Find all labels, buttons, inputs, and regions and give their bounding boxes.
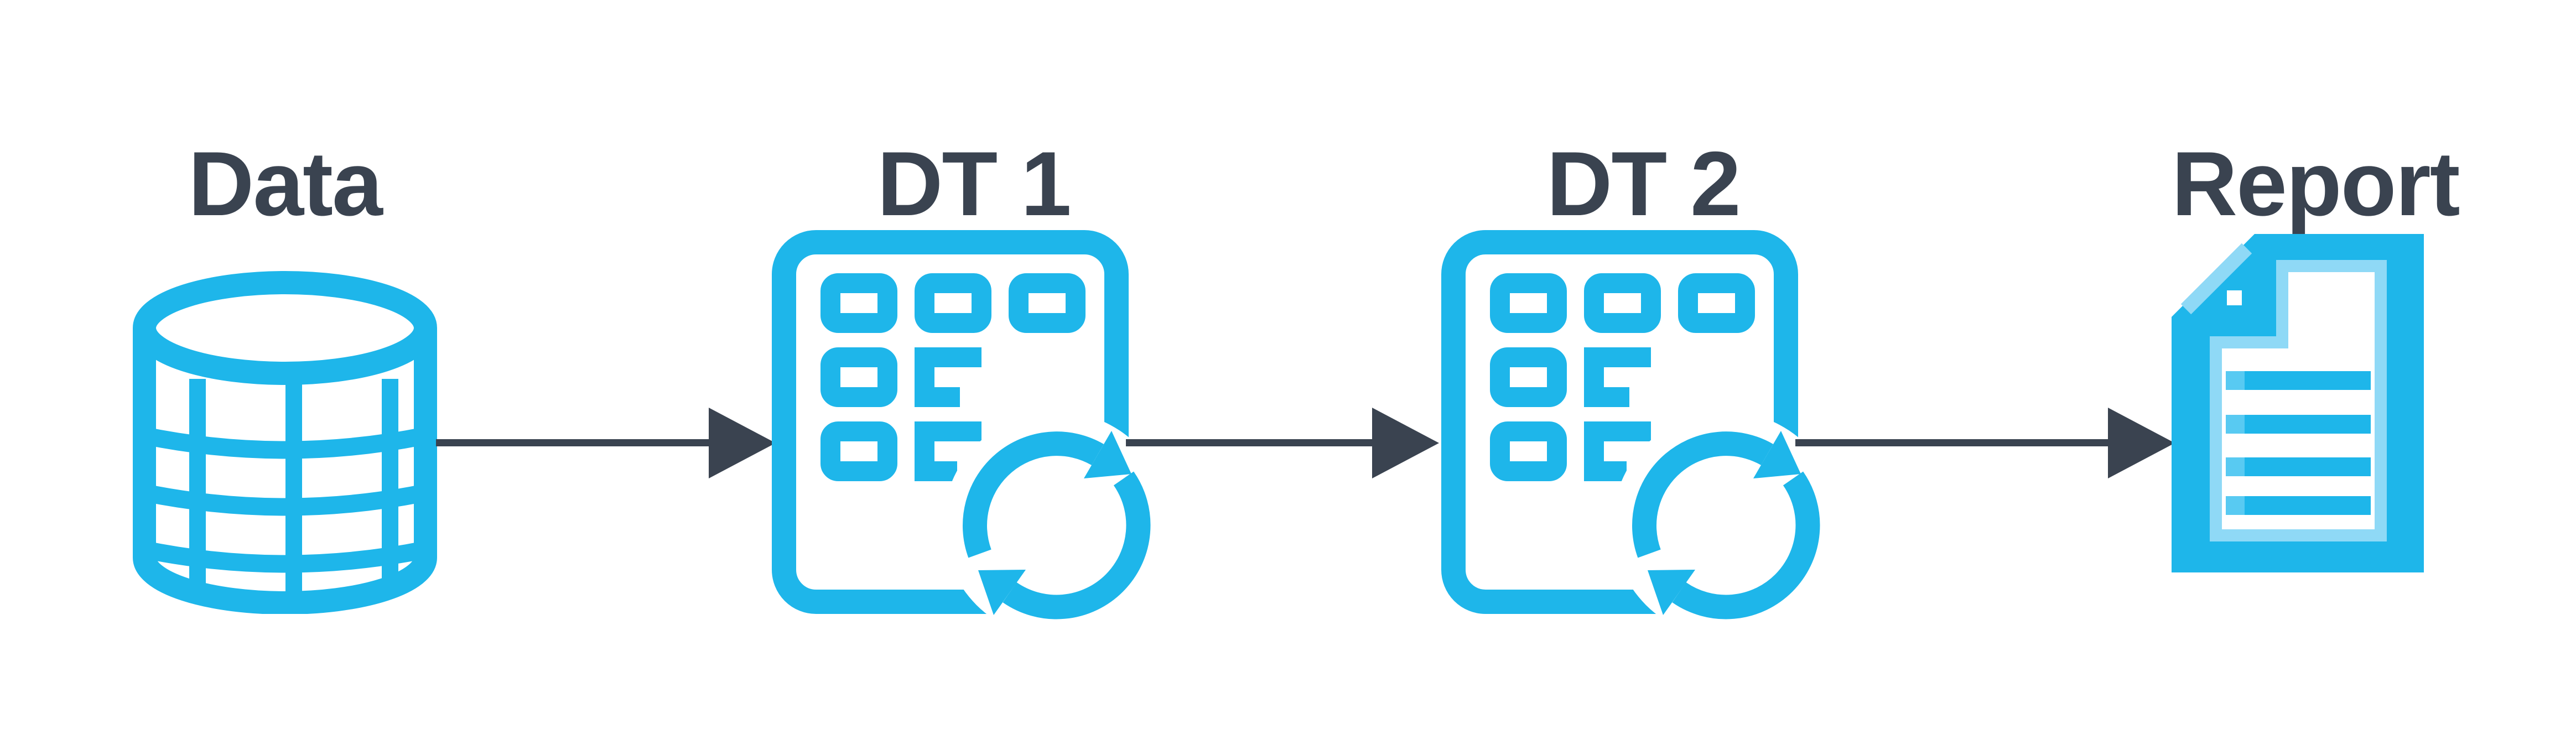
node-label-data: Data — [188, 133, 383, 235]
arrowhead-icon — [2108, 408, 2175, 478]
arrowhead-icon — [709, 408, 776, 478]
database-table-icon — [133, 271, 437, 614]
node-label-dt2: DT 2 — [1546, 133, 1741, 235]
table-refresh-icon — [772, 230, 1170, 634]
node-label-dt1: DT 1 — [877, 133, 1072, 235]
arrow-shaft — [436, 439, 711, 446]
arrow-shaft — [1126, 439, 1374, 446]
node-label-report: Report — [2172, 133, 2460, 235]
arrow-shaft — [1795, 439, 2110, 446]
arrowhead-icon — [1372, 408, 1439, 478]
table-refresh-icon — [1441, 230, 1840, 634]
document-report-icon — [2172, 234, 2424, 572]
